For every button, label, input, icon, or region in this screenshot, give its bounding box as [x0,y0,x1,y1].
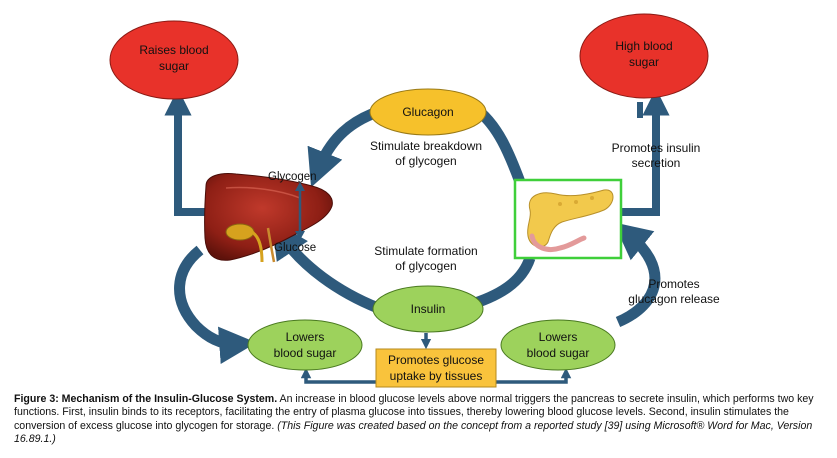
insulin-glucose-diagram: Raises blood sugar High blood sugar Gluc… [109,13,720,388]
stim-breakdown-line1: Stimulate breakdown [370,139,482,153]
glucagon-label: Glucagon [402,105,453,119]
caption-body: An increase in blood glucose levels abov… [14,393,814,432]
high-blood-sugar-node: High blood sugar [579,13,709,99]
lowers-left-node: Lowers blood sugar [247,319,363,371]
high-line1: High blood [615,39,672,53]
arrow-uptake-to-lowers-right [496,367,572,384]
promotes-glucagon-line1: Promotes [648,277,699,291]
lowers-left-line1: Lowers [286,330,325,344]
raises-blood-sugar-node: Raises blood sugar [109,20,239,100]
arrow-pancreas-to-high [620,88,670,216]
promotes-insulin-line2: secretion [632,156,681,170]
arrow-pancreas-to-glucagon [476,107,526,184]
glucagon-node: Glucagon [369,88,487,136]
uptake-line2: uptake by tissues [390,369,483,383]
arrow-liver-to-raises [164,88,212,216]
glycogen-label: Glycogen [268,171,317,183]
lowers-right-line1: Lowers [539,330,578,344]
arrows [164,88,670,384]
lowers-right-node: Lowers blood sugar [500,319,616,371]
caption-note: (This Figure was created based on the co… [14,419,813,446]
lowers-left-line2: blood sugar [274,346,337,360]
lowers-right-line2: blood sugar [527,346,590,360]
arrow-liver-to-lowers-left [174,245,257,364]
insulin-label: Insulin [411,302,446,316]
arrow-lowers-right-to-pancreas [613,222,661,328]
glycogen-glucose-double-arrow [295,182,305,240]
stim-formation-line2: of glycogen [395,259,456,273]
insulin-node: Insulin [372,285,484,333]
high-line2: sugar [629,55,659,69]
pancreas-icon [513,178,623,260]
uptake-line1: Promotes glucose [388,353,484,367]
promotes-glucagon-line2: glucagon release [628,292,720,306]
arrow-glucagon-to-liver [307,108,375,188]
raises-line1: Raises blood [139,43,208,57]
figure-caption: Figure 3: Mechanism of the Insulin-Gluco… [14,393,826,447]
caption-title: Figure 3: Mechanism of the Insulin-Gluco… [14,393,278,405]
stim-formation-line1: Stimulate formation [374,244,477,258]
promotes-insulin-line1: Promotes insulin [612,141,701,155]
arrow-insulin-to-liver [271,220,381,314]
arrow-uptake-to-lowers-left [300,367,376,384]
uptake-node: Promotes glucose uptake by tissues [375,348,497,388]
glucose-label: Glucose [274,242,316,254]
stim-breakdown-line2: of glycogen [395,154,456,168]
raises-line2: sugar [159,59,189,73]
